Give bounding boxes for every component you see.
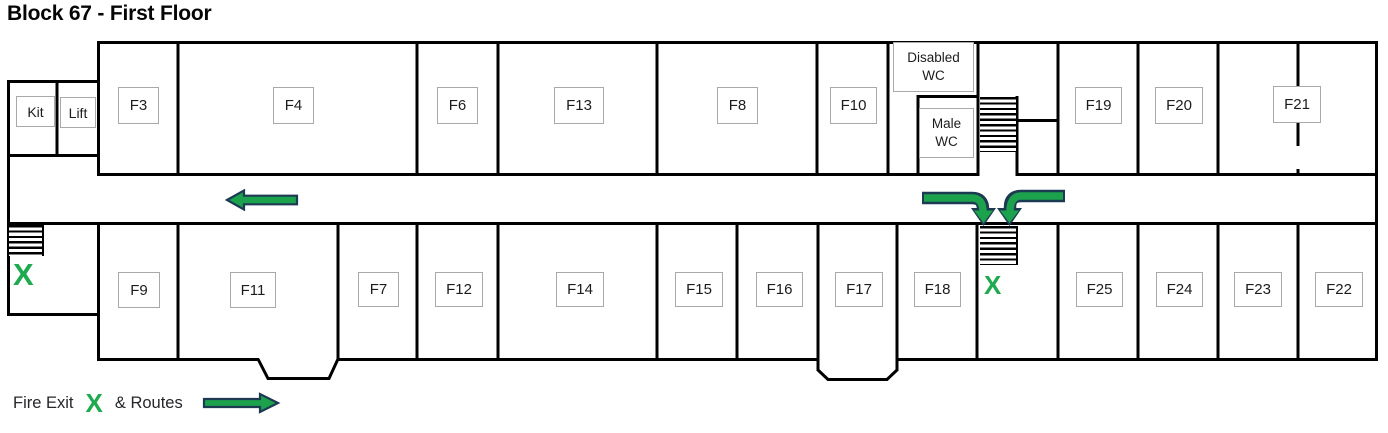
room-label-f20: F20 [1155,87,1203,124]
bay-f17-outline [816,368,899,381]
room-label-f17: F17 [835,272,883,307]
room-label-f11: F11 [230,272,276,308]
room-label-f25: F25 [1076,272,1123,307]
fire-exit-x-west: X [13,257,34,292]
fire-exit-x-central: X [984,270,1002,300]
route-arrow-west [224,188,299,212]
room-label-f18: F18 [914,272,961,307]
legend-route-arrow [202,392,281,414]
room-label-f4: F4 [273,87,314,124]
room-label-f14: F14 [556,272,604,307]
room-label-f16: F16 [756,272,803,307]
stairs-hatch-upper [980,97,1016,152]
legend: Fire Exit X & Routes [13,390,281,416]
room-label-f3: F3 [118,87,159,124]
room-label-f24: F24 [1156,272,1203,307]
room-label-f13: F13 [554,87,604,124]
legend-fire-exit-label: Fire Exit [13,393,74,412]
room-label-f6: F6 [437,87,478,124]
room-label-lift: Lift [60,97,96,128]
room-label-f10: F10 [830,87,877,124]
male-wc-line2: WC [935,134,958,149]
disabled-wc-line1: Disabled [907,50,960,66]
room-label-f8: F8 [717,87,758,124]
route-arrow-down-left [922,191,996,226]
room-label-kit: Kit [16,96,55,127]
room-label-f21: F21 [1273,86,1321,123]
room-label-f7: F7 [358,272,399,307]
room-label-f12: F12 [435,272,483,307]
room-label-male-wc: Male WC [919,108,974,158]
disabled-wc-line2: WC [922,68,945,83]
stairs-hatch-lower [980,225,1018,265]
bay-f11-outline [256,358,340,380]
stairs-hatch-west [9,225,44,256]
room-label-f19: F19 [1075,87,1122,124]
legend-exit-symbol: X [85,388,103,418]
legend-routes-label: & Routes [114,393,183,412]
room-label-f15: F15 [675,272,723,307]
route-arrow-down-right [997,189,1065,226]
page-title: Block 67 - First Floor [7,2,212,25]
room-label-f23: F23 [1234,272,1282,307]
room-label-f9: F9 [118,272,160,308]
walls-vertical [7,41,1378,371]
room-label-disabled-wc: Disabled WC [893,42,974,92]
male-wc-line1: Male [931,116,962,132]
room-label-f22: F22 [1315,272,1363,307]
